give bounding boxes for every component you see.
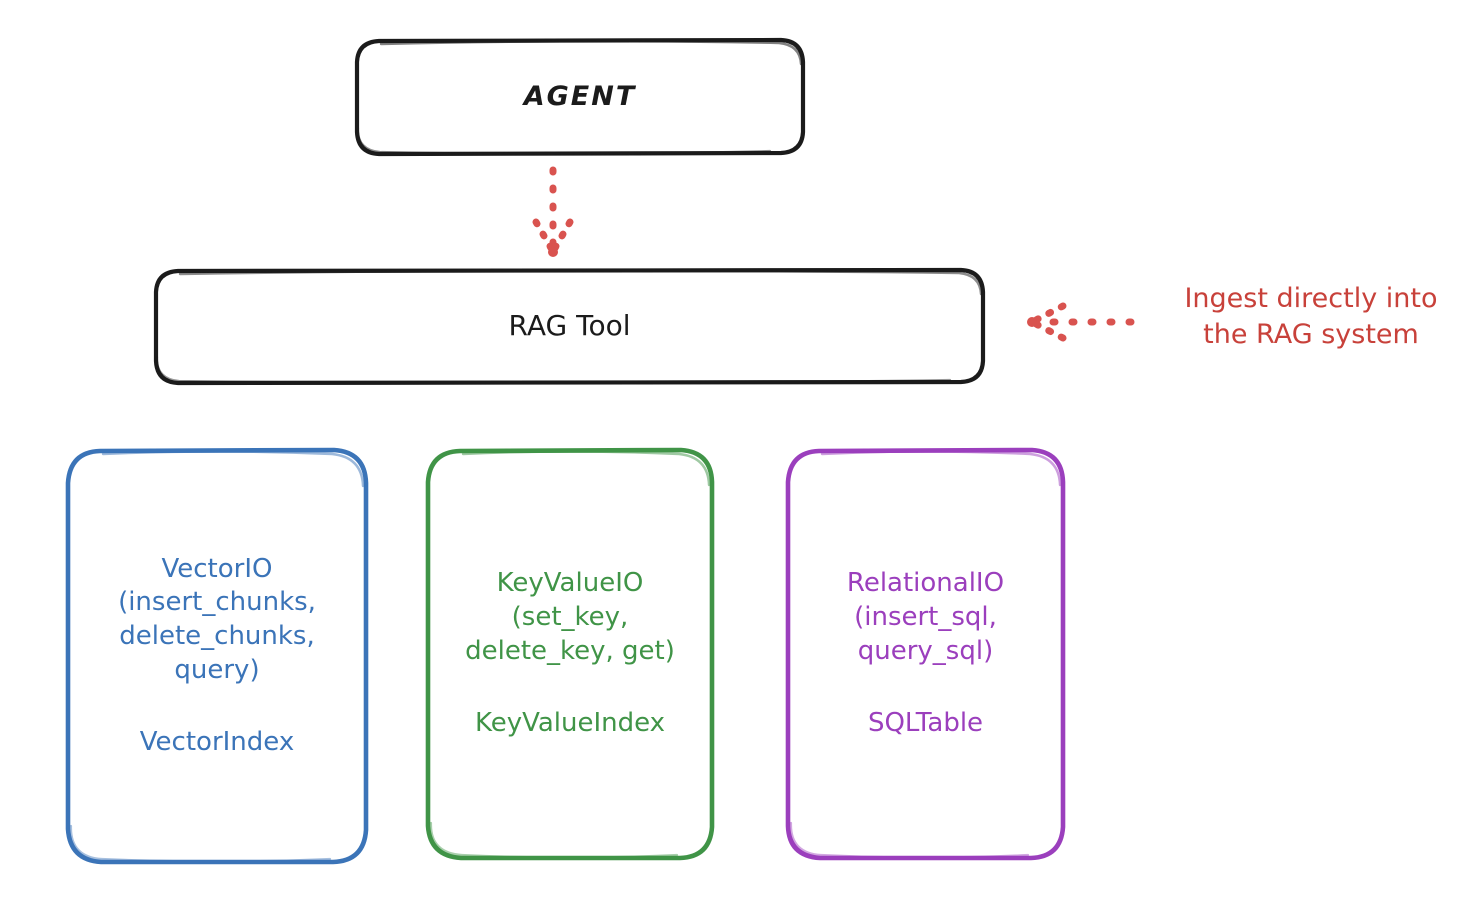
node-rag-tool[interactable]: RAG Tool: [156, 270, 983, 383]
node-relational-io[interactable]: RelationalIO (insert_sql, query_sql) SQL…: [788, 450, 1063, 858]
node-key-value-io[interactable]: KeyValueIO (set_key, delete_key, get) Ke…: [428, 450, 712, 858]
connector-agent-to-rag-tool: [532, 166, 574, 257]
node-rag-tool-label: RAG Tool: [508, 309, 631, 343]
node-vector-io-api-label: VectorIO (insert_chunks, delete_chunks, …: [118, 553, 316, 685]
node-relational-io-api-label: RelationalIO (insert_sql, query_sql): [846, 568, 1005, 666]
node-key-value-io-index-label: KeyValueIndex: [474, 707, 666, 738]
node-agent-label: AGENT: [523, 81, 637, 113]
node-vector-io-index-label: VectorIndex: [139, 726, 295, 757]
node-relational-io-index-label: SQLTable: [867, 707, 984, 738]
node-vector-io[interactable]: VectorIO (insert_chunks, delete_chunks, …: [68, 450, 366, 862]
node-agent[interactable]: AGENT: [357, 40, 803, 154]
annotation-ingest-directly: Ingest directly into the RAG system: [1184, 283, 1438, 350]
node-key-value-io-api-label: KeyValueIO (set_key, delete_key, get): [465, 568, 675, 666]
connector-ingest-to-rag-tool: [1027, 302, 1135, 342]
